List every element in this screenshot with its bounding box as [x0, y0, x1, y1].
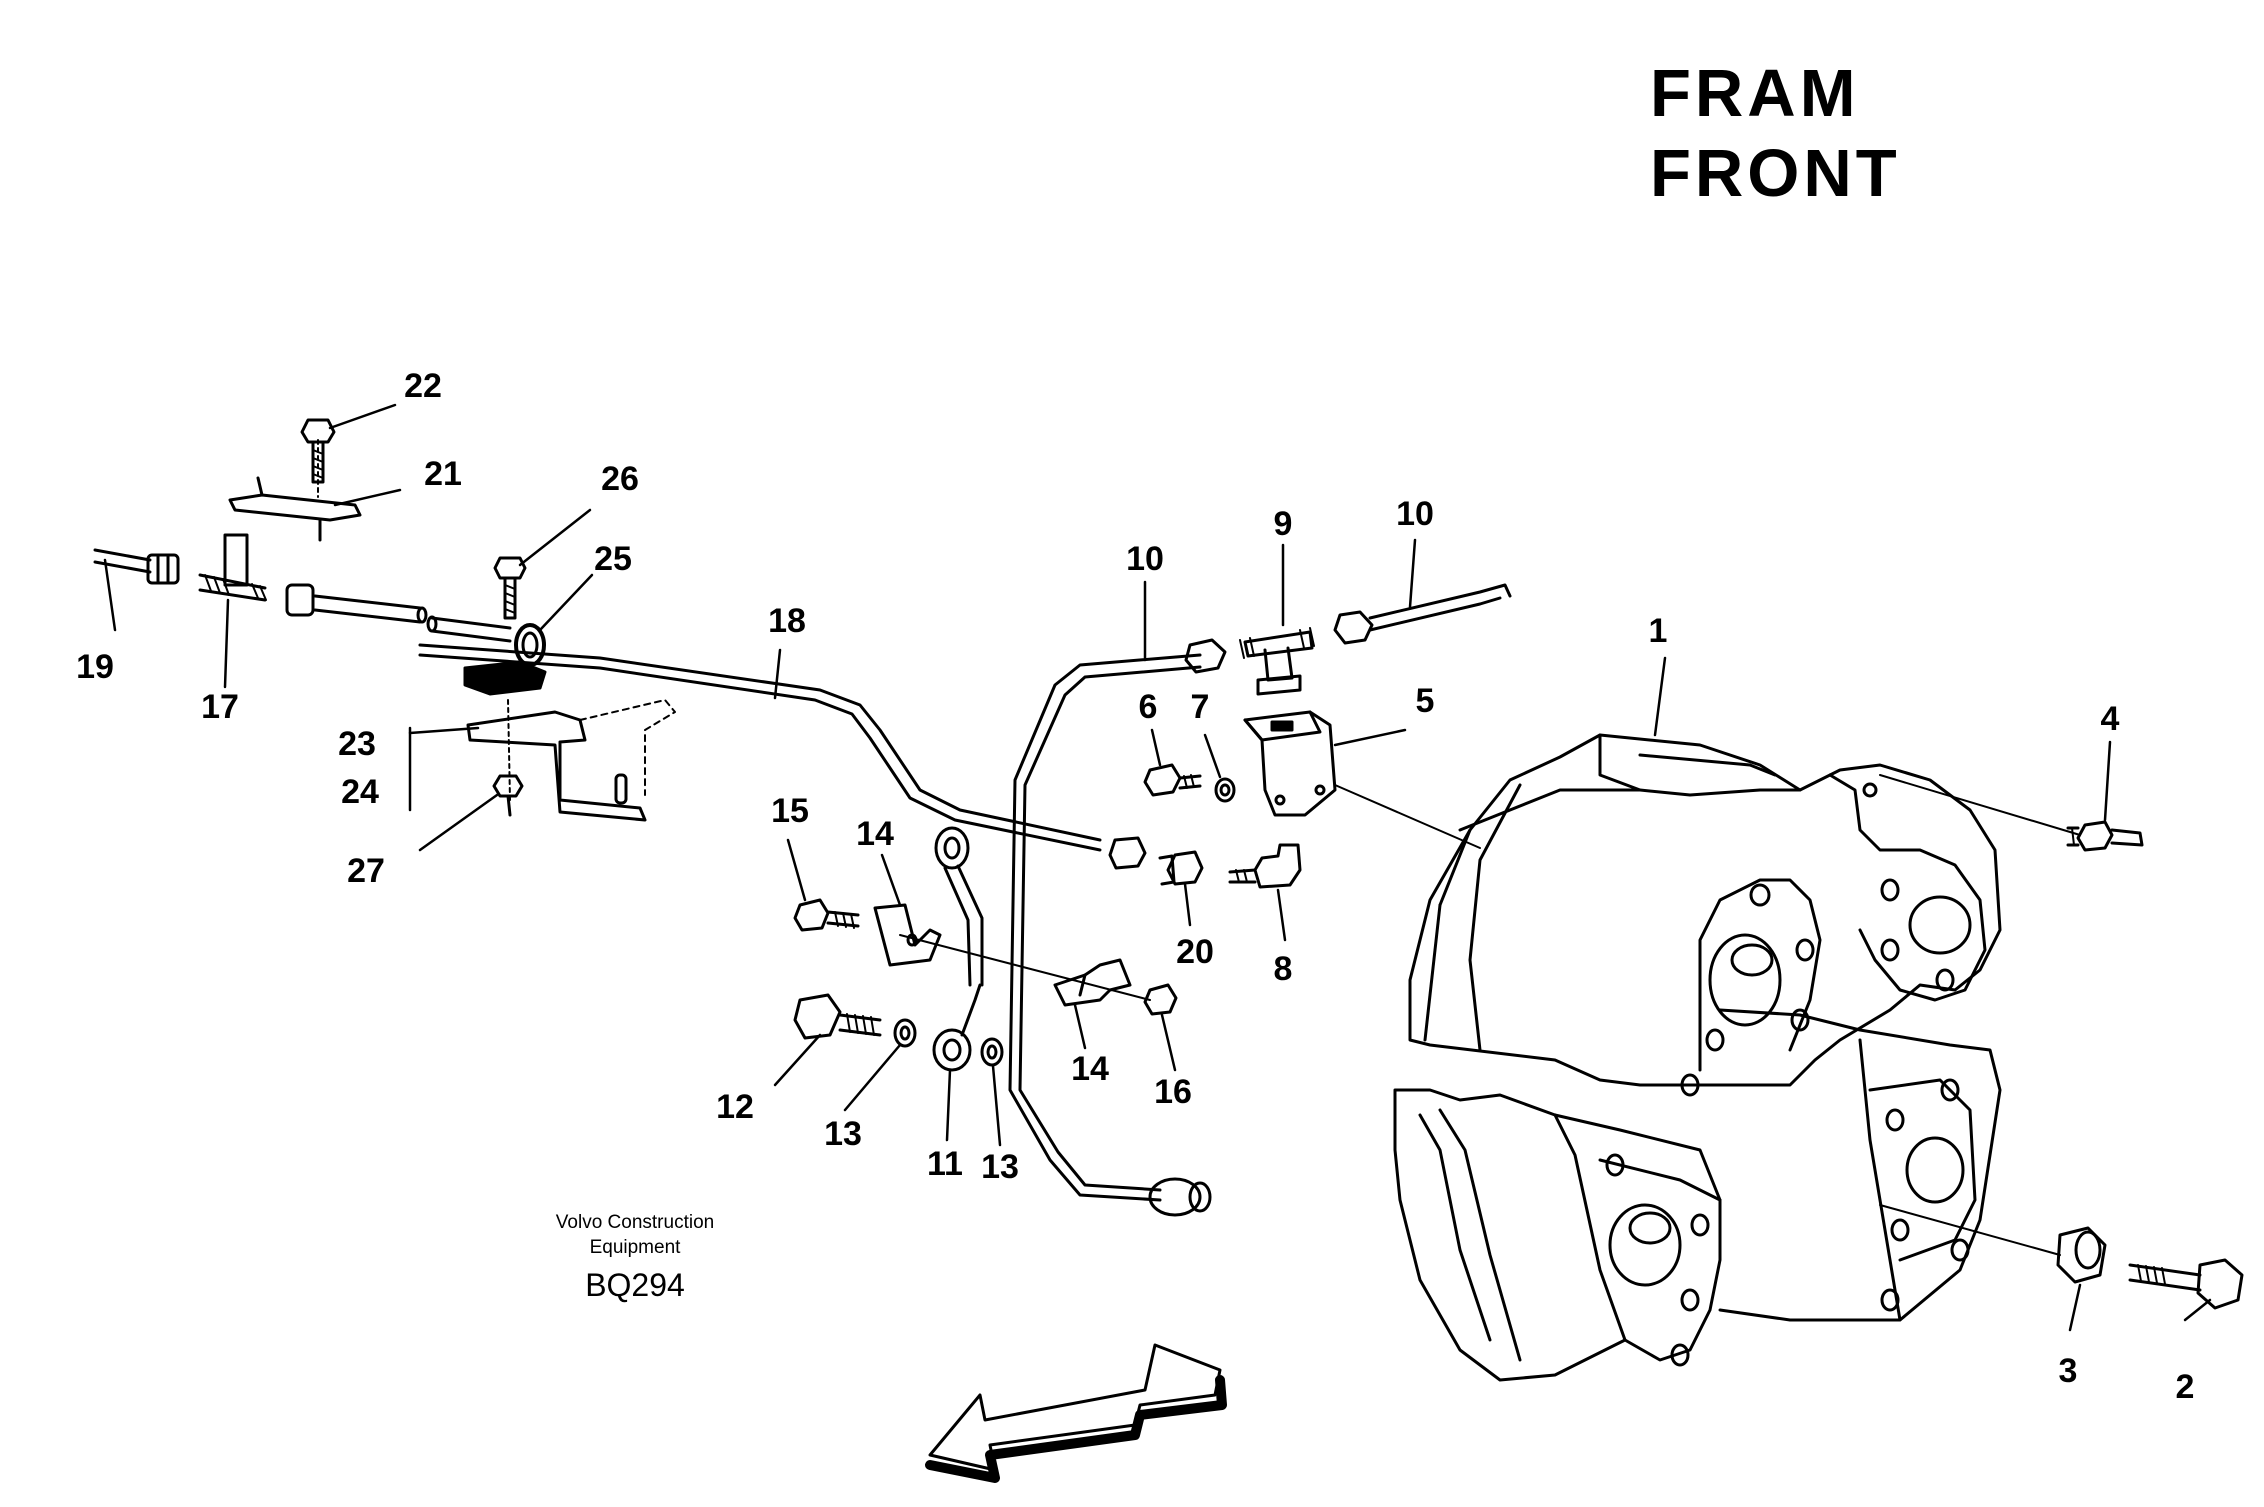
callout-23: 23: [338, 725, 376, 763]
elbow-fitting-8: [1228, 843, 1302, 889]
nut-18-end: [1108, 836, 1147, 870]
callout-16: 16: [1154, 1073, 1192, 1111]
washer-13-right: [980, 1037, 1004, 1067]
manufacturer-line2: Equipment: [589, 1237, 681, 1258]
callout-20: 20: [1176, 933, 1214, 971]
bleed-screw-4: [2066, 820, 2144, 852]
callout-11: 11: [927, 1145, 963, 1183]
nut-left-19: [146, 553, 180, 585]
spacer-3: [2056, 1226, 2107, 1284]
nut-27: [492, 774, 524, 817]
callout-10-right: 10: [1396, 495, 1434, 533]
brake-pipe-18: [418, 643, 1102, 852]
washer-7: [1214, 777, 1236, 803]
pipe-19: [93, 548, 152, 574]
banjo-bolt-12: [793, 993, 882, 1040]
clip-14-right: [1053, 958, 1132, 1007]
valve-block-5: [1243, 710, 1337, 817]
callout-8: 8: [1274, 950, 1293, 988]
bolt-2: [2128, 1258, 2244, 1310]
pipe-segment-left: [313, 594, 512, 643]
nut-10: [1184, 638, 1227, 674]
tee-fitting-9: [1239, 627, 1315, 696]
callout-12: 12: [716, 1088, 754, 1126]
title-english: FRONT: [1650, 136, 1901, 211]
drawing-code: BQ294: [585, 1267, 685, 1303]
callout-10-left: 10: [1126, 540, 1164, 578]
callout-25: 25: [594, 540, 632, 578]
banjo-fitting-11: [932, 826, 984, 1072]
callout-13-right: 13: [981, 1148, 1019, 1186]
callout-3: 3: [2059, 1352, 2078, 1390]
axis-line-4: [1879, 774, 2081, 836]
nut-9-right: [1333, 610, 1374, 645]
callout-9: 9: [1274, 505, 1293, 543]
pipe-10-left: [1008, 653, 1212, 1217]
callout-2: 2: [2176, 1368, 2195, 1406]
callout-26: 26: [601, 460, 639, 498]
callout-14-upper: 14: [856, 815, 894, 853]
callout-18: 18: [768, 602, 806, 640]
axis-line-14: [899, 934, 1151, 1001]
bolt-26: [493, 556, 527, 620]
callout-4: 4: [2101, 700, 2120, 738]
manufacturer-line1: Volvo Construction: [555, 1212, 715, 1233]
callout-21: 21: [424, 455, 462, 493]
axis-line-2: [1879, 1204, 2061, 1256]
nut-20: [1158, 850, 1204, 886]
callout-14-lower: 14: [1071, 1050, 1109, 1088]
callout-5: 5: [1416, 682, 1435, 720]
bolt-15: [793, 898, 860, 932]
callout-22: 22: [404, 367, 442, 405]
bracket-21: [228, 439, 362, 542]
callout-24: 24: [341, 773, 379, 811]
title-swedish: FRAM: [1650, 56, 1860, 131]
nut-17b: [285, 583, 315, 617]
callout-6: 6: [1139, 688, 1158, 726]
pipe-10-right: [1368, 583, 1512, 632]
callout-7: 7: [1191, 688, 1210, 726]
tee-fitting-17: [198, 533, 267, 602]
leader-lines: [103, 403, 2212, 1332]
front-direction-arrow: [925, 1343, 1227, 1483]
clip-14-left: [873, 903, 942, 967]
callout-17: 17: [201, 688, 239, 726]
caliper-assembly-1: [1393, 733, 2002, 1382]
bracket-23-24: [466, 699, 676, 822]
callout-13-left: 13: [824, 1115, 862, 1153]
callout-19: 19: [76, 648, 114, 686]
callout-1: 1: [1649, 612, 1668, 650]
bolt-6: [1143, 763, 1202, 797]
callout-15: 15: [771, 792, 809, 830]
bolt-22: [300, 418, 336, 484]
clamp-25: [463, 623, 547, 696]
nut-16: [1143, 983, 1178, 1016]
axis-line-5: [1334, 784, 1481, 849]
callout-27: 27: [347, 852, 385, 890]
washer-13-left: [893, 1018, 917, 1048]
callout-labels: 1 2 3 4 5 6 7 8 9 10 10 11 12 13 13 14 1…: [76, 367, 2194, 1406]
